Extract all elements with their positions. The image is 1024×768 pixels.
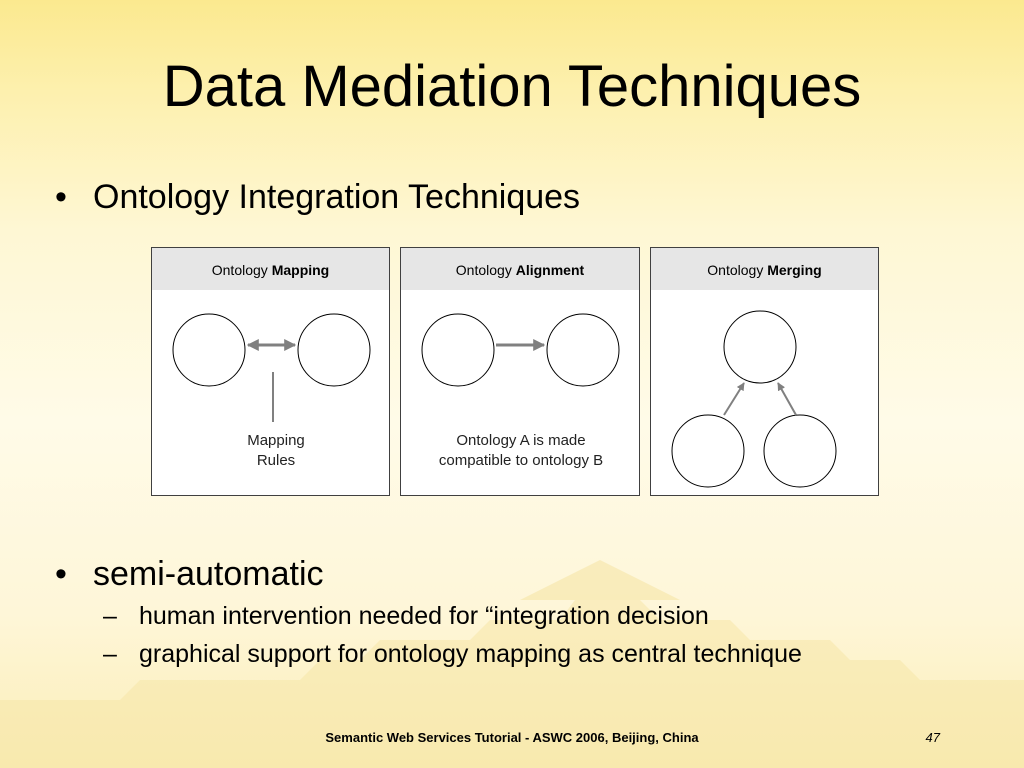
- bullet-semi-automatic: • semi-automatic: [55, 557, 324, 591]
- sub-bullet-graphical-support: –graphical support for ontology mapping …: [103, 642, 802, 667]
- alignment-caption: Ontology A is made compatible to ontolog…: [411, 431, 631, 471]
- sub-bullet-text: graphical support for ontology mapping a…: [139, 640, 802, 668]
- panel-header-prefix: Ontology: [455, 262, 516, 278]
- slide-title: Data Mediation Techniques: [162, 54, 862, 119]
- source-ontology-node-b: [763, 414, 837, 488]
- panel-header-prefix: Ontology: [211, 262, 272, 278]
- panel-header-bold: Alignment: [515, 262, 585, 278]
- panel-header: Ontology Alignment: [401, 248, 639, 290]
- panel-header-bold: Merging: [767, 262, 822, 278]
- caption-line: compatible to ontology B: [438, 452, 604, 469]
- ontology-node-a: [421, 313, 495, 387]
- footer-text: Semantic Web Services Tutorial - ASWC 20…: [325, 730, 699, 745]
- sub-bullet-human-intervention: –human intervention needed for “integrat…: [103, 604, 709, 629]
- bullet-glyph: •: [55, 178, 67, 216]
- merge-arrow-right: [777, 382, 797, 416]
- panel-header: Ontology Mapping: [152, 248, 389, 290]
- panel-header: Ontology Merging: [651, 248, 878, 290]
- ontology-node-b: [546, 313, 620, 387]
- dash-glyph: –: [103, 640, 117, 668]
- panel-ontology-merging: Ontology Merging: [650, 247, 879, 496]
- caption-line: Rules: [256, 452, 296, 469]
- panel-header-bold: Mapping: [271, 262, 330, 278]
- dash-glyph: –: [103, 602, 117, 630]
- bullet-text: Ontology Integration Techniques: [93, 178, 581, 216]
- bullet-text: semi-automatic: [93, 555, 324, 593]
- source-ontology-node-a: [671, 414, 745, 488]
- bullet-glyph: •: [55, 555, 67, 593]
- merge-arrow-left: [723, 382, 745, 416]
- panel-ontology-mapping: Ontology Mapping Mapping Rules: [151, 247, 390, 496]
- merging-diagram: [671, 310, 837, 488]
- alignment-diagram: [421, 313, 620, 387]
- panel-header-prefix: Ontology: [707, 262, 768, 278]
- mapping-rules-caption: Mapping Rules: [221, 431, 331, 471]
- merged-ontology-node: [723, 310, 797, 384]
- caption-line: Mapping: [247, 432, 305, 449]
- bullet-ontology-integration: • Ontology Integration Techniques: [55, 180, 580, 214]
- mapping-diagram: [172, 313, 371, 422]
- caption-line: Ontology A is made: [456, 432, 586, 449]
- ontology-node-b: [297, 313, 371, 387]
- ontology-node-a: [172, 313, 246, 387]
- panel-ontology-alignment: Ontology Alignment Ontology A is made co…: [400, 247, 640, 496]
- sub-bullet-text: human intervention needed for “integrati…: [139, 602, 709, 630]
- page-number: 47: [925, 730, 940, 745]
